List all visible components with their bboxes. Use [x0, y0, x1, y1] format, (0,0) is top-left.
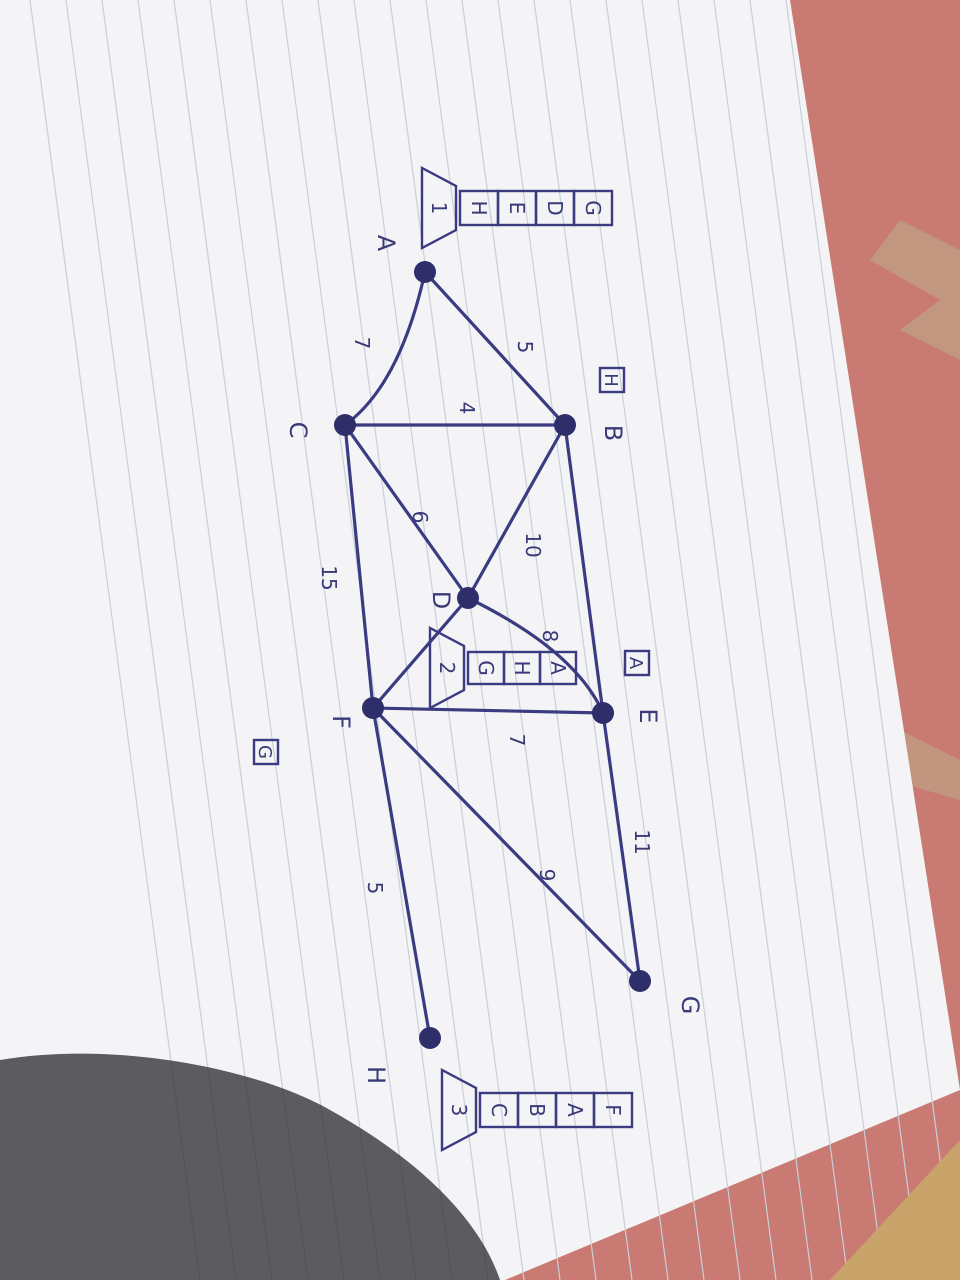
stack-cell-label: G — [474, 660, 498, 676]
ruled-line — [209, 0, 381, 1280]
weight-label-F-E: 7 — [505, 734, 529, 747]
stack-cell — [458, 189, 500, 227]
node-label-G: G — [676, 996, 704, 1015]
node-label-D: D — [427, 591, 455, 609]
node-label-E: E — [634, 708, 662, 723]
ruled-line — [461, 0, 633, 1280]
weight-label-B-C: 4 — [455, 402, 479, 415]
node-label-C: C — [284, 422, 312, 439]
weight-label-C-D: 6 — [408, 511, 432, 524]
node-B — [554, 414, 576, 436]
annotation-text-E: A — [625, 657, 646, 670]
edge-F-E — [371, 706, 605, 715]
edge-weights: 5 7 4 10 6 8 15 7 11 9 5 — [317, 337, 654, 895]
stack-cell-label: F — [601, 1104, 625, 1116]
stack-cell-label: E — [505, 202, 529, 215]
ruled-line — [245, 0, 417, 1280]
node-label-H: H — [362, 1066, 390, 1084]
node-G — [629, 970, 651, 992]
node-C — [334, 414, 356, 436]
stack-base — [428, 626, 466, 710]
node-E — [592, 702, 614, 724]
weight-label-B-D: 10 — [521, 532, 545, 557]
ruled-line — [317, 0, 489, 1280]
node-annotations: HAG — [252, 366, 651, 766]
edge-A-B — [423, 270, 567, 427]
ruled-line — [569, 0, 741, 1280]
ruled-line — [533, 0, 705, 1280]
stack-base-label: 1 — [427, 202, 451, 215]
stack-cell-label: C — [487, 1103, 511, 1117]
weight-label-F-G: 9 — [535, 869, 559, 882]
node-F — [362, 697, 384, 719]
weight-label-F-H: 5 — [363, 882, 387, 895]
stack-cell-label: D — [543, 200, 567, 215]
hand-shadow — [0, 1053, 500, 1280]
ruled-line — [713, 0, 885, 1280]
ruled-line — [65, 0, 237, 1280]
node-A — [414, 261, 436, 283]
edge-D-F — [371, 596, 470, 710]
annotation-text-B: H — [600, 373, 621, 387]
edge-F-H — [371, 706, 432, 1040]
weight-label-D-E: 8 — [538, 630, 562, 643]
weight-label-C-F: 15 — [317, 565, 341, 590]
weight-label-E-G: 11 — [630, 829, 654, 854]
ruled-line — [389, 0, 561, 1280]
node-H — [419, 1027, 441, 1049]
annotation-text-F: G — [254, 745, 275, 759]
graph-nodes — [334, 261, 651, 1049]
ruled-line — [101, 0, 273, 1280]
stack-base — [440, 1068, 478, 1152]
node-label-B: B — [599, 425, 627, 441]
edge-C-D — [343, 423, 470, 600]
annotation-box-B: H — [598, 366, 626, 394]
graph-edges — [343, 270, 642, 1040]
edge-E-G — [601, 711, 642, 983]
stack-cell — [478, 1091, 520, 1129]
stack-2: AHG 2 — [428, 626, 578, 710]
wooden-edge — [830, 1140, 960, 1280]
stack-cell-label: G — [581, 200, 605, 216]
ruled-line — [605, 0, 777, 1280]
ruled-line — [677, 0, 849, 1280]
stack-cell-label: A — [563, 1103, 587, 1117]
stack-3: F ABC 3 — [440, 1068, 634, 1152]
stack-base — [420, 166, 458, 250]
node-label-F: F — [327, 715, 355, 729]
ruled-line — [785, 0, 957, 1280]
ruled-line — [749, 0, 921, 1280]
stack-1: GD E H 1 — [420, 166, 614, 250]
stack-cell — [466, 650, 506, 686]
node-D — [457, 587, 479, 609]
ruled-lines — [29, 0, 957, 1280]
stack-cell-label: A — [546, 661, 570, 675]
edge-A-C — [343, 270, 427, 427]
edge-B-D — [466, 423, 567, 600]
ruled-line — [497, 0, 669, 1280]
node-label-A: A — [372, 235, 400, 252]
stack-base-label: 2 — [435, 662, 459, 675]
ruled-line — [425, 0, 597, 1280]
weight-label-A-B: 5 — [513, 341, 537, 354]
annotation-box-F: G — [252, 738, 280, 766]
stack-cell-label: B — [525, 1103, 549, 1117]
ruled-line — [137, 0, 309, 1280]
ruled-line — [641, 0, 813, 1280]
annotation-box-E: A — [623, 649, 651, 677]
stack-cell-label: H — [510, 660, 534, 675]
edge-B-E — [563, 423, 605, 715]
edge-C-F — [343, 423, 375, 710]
ruled-line — [353, 0, 525, 1280]
edge-F-G — [371, 706, 642, 983]
cloth-pattern — [820, 180, 960, 360]
ruled-line — [173, 0, 345, 1280]
weight-label-A-C: 7 — [350, 337, 374, 350]
stack-base-label: 3 — [447, 1104, 471, 1117]
stack-cell-label: H — [467, 200, 491, 215]
